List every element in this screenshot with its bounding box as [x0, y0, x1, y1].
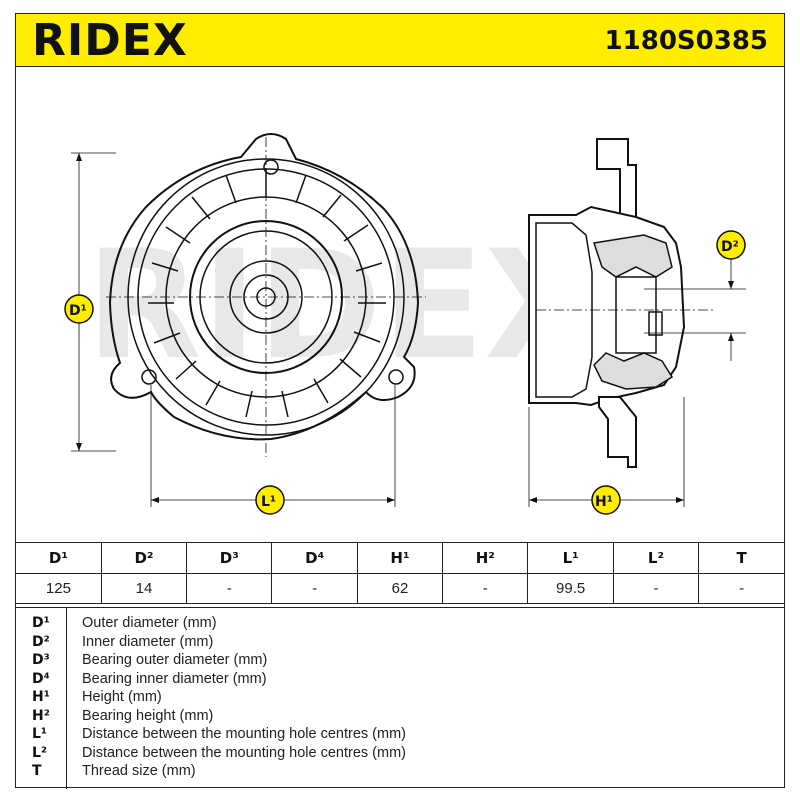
- value-cell: -: [612, 572, 700, 604]
- legend-row: L² Distance between the mounting hole ce…: [16, 744, 784, 763]
- header-cell: D¹: [16, 543, 102, 574]
- legend-text: Inner diameter (mm): [82, 633, 214, 650]
- legend-row: T Thread size (mm): [16, 762, 784, 781]
- header-cell: D³: [186, 543, 273, 574]
- d2-label: D²: [721, 239, 739, 255]
- legend-row: D⁴ Bearing inner diameter (mm): [16, 670, 784, 689]
- header-cell: T: [698, 543, 784, 574]
- header-cell: D²: [100, 543, 188, 574]
- d2-badge: D²: [716, 230, 746, 260]
- drawing-canvas: RIDEX: [64, 133, 746, 515]
- legend-text: Bearing outer diameter (mm): [82, 652, 268, 668]
- datasheet: RIDEX 1180S0385 RIDEX: [15, 13, 785, 789]
- technical-drawing: RIDEX: [16, 67, 784, 542]
- legend-key: H¹: [32, 689, 50, 705]
- legend-text: Outer diameter (mm): [82, 615, 217, 631]
- legend-key: D⁴: [32, 670, 50, 687]
- value-cell: 62: [356, 572, 444, 604]
- section-view: [528, 138, 746, 507]
- legend-key: H²: [32, 707, 50, 724]
- d1-label: D¹: [69, 303, 87, 319]
- legend-key: T: [32, 763, 42, 779]
- brand-logo: RIDEX: [32, 15, 188, 66]
- value-cell: -: [698, 572, 784, 604]
- header-cell: D⁴: [271, 543, 358, 574]
- value-cell: 99.5: [527, 572, 614, 604]
- dimensions-value-row: 125 14 - - 62 - 99.5 - -: [16, 572, 784, 604]
- value-cell: -: [186, 572, 273, 604]
- legend-row: D² Inner diameter (mm): [16, 633, 784, 652]
- value-cell: 14: [100, 572, 188, 604]
- header-cell: L²: [612, 543, 700, 574]
- legend-key: D²: [32, 633, 50, 650]
- legend-text: Height (mm): [82, 689, 162, 705]
- legend: D¹ Outer diameter (mm) D² Inner diameter…: [16, 607, 784, 789]
- value-cell: 125: [16, 572, 102, 604]
- header-cell: H²: [442, 543, 529, 574]
- l1-label: L¹: [261, 494, 276, 510]
- legend-key: D¹: [32, 615, 50, 631]
- part-number: 1180S0385: [604, 26, 768, 56]
- h1-label: H¹: [595, 494, 613, 510]
- header-cell: H¹: [356, 543, 444, 574]
- legend-text: Bearing inner diameter (mm): [82, 670, 267, 687]
- legend-key: L²: [32, 744, 48, 761]
- legend-text: Distance between the mounting hole centr…: [82, 726, 406, 742]
- watermark: RIDEX: [86, 219, 600, 393]
- dimensions-header-row: D¹ D² D³ D⁴ H¹ H² L¹ L² T: [16, 543, 784, 574]
- legend-row: L¹ Distance between the mounting hole ce…: [16, 725, 784, 744]
- legend-key: L¹: [32, 726, 48, 742]
- legend-key: D³: [32, 652, 50, 668]
- header-cell: L¹: [527, 543, 614, 574]
- legend-row: D¹ Outer diameter (mm): [16, 614, 784, 633]
- value-cell: -: [271, 572, 358, 604]
- legend-row: D³ Bearing outer diameter (mm): [16, 651, 784, 670]
- legend-row: H² Bearing height (mm): [16, 707, 784, 726]
- l1-badge: L¹: [255, 485, 285, 515]
- legend-text: Distance between the mounting hole centr…: [82, 744, 406, 761]
- value-cell: -: [442, 572, 529, 604]
- legend-row: H¹ Height (mm): [16, 688, 784, 707]
- legend-text: Thread size (mm): [82, 763, 196, 779]
- header-bar: RIDEX 1180S0385: [16, 14, 784, 67]
- h1-badge: H¹: [591, 485, 621, 515]
- dimensions-table: D¹ D² D³ D⁴ H¹ H² L¹ L² T 125 14 - - 62 …: [16, 542, 784, 604]
- d1-badge: D¹: [64, 294, 94, 324]
- legend-text: Bearing height (mm): [82, 707, 214, 724]
- legend-divider: [66, 608, 67, 789]
